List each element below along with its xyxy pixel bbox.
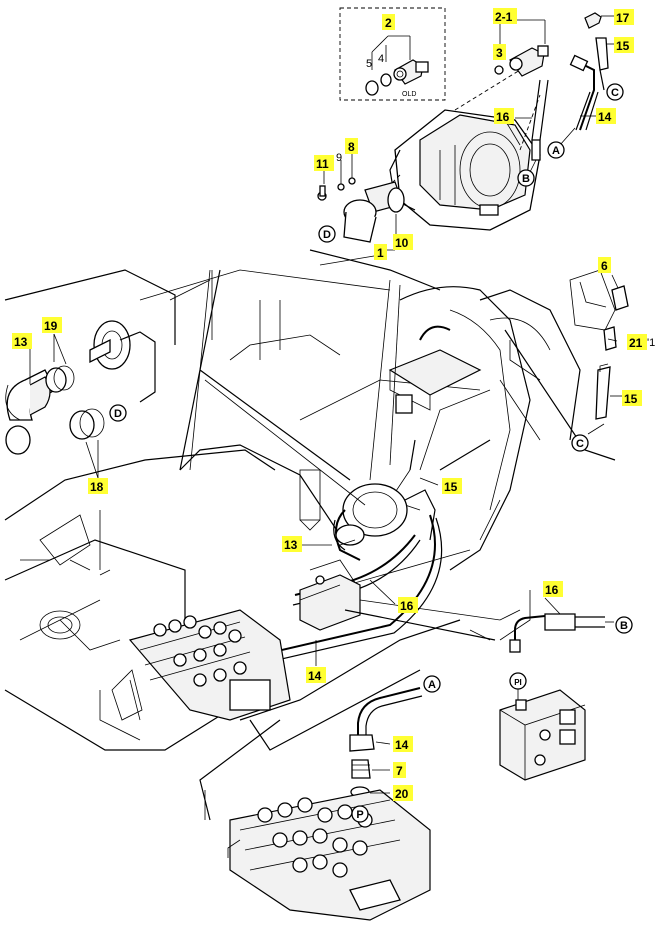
label-20: 20 — [393, 785, 413, 801]
label-14-mid: 14 — [306, 667, 326, 683]
svg-text:14: 14 — [308, 669, 322, 683]
ref-a-top: A — [547, 141, 565, 159]
ref-p: P — [351, 805, 369, 823]
svg-text:17: 17 — [616, 11, 630, 25]
flange-assembly — [317, 154, 405, 251]
svg-text:16: 16 — [496, 110, 510, 124]
svg-text:2-1: 2-1 — [495, 10, 513, 24]
svg-text:16: 16 — [400, 599, 414, 613]
svg-text:A: A — [428, 679, 436, 691]
svg-text:D: D — [323, 229, 331, 241]
label-21: 21 — [627, 334, 647, 350]
label-13-mid: 13 — [282, 536, 302, 552]
hydraulic-pump — [389, 109, 541, 231]
old-text: OLD — [402, 91, 416, 98]
svg-text:14: 14 — [598, 110, 612, 124]
svg-text:C: C — [576, 438, 584, 450]
machine-frame — [4, 269, 581, 751]
svg-text:C: C — [611, 87, 619, 99]
label-14-top: 14 — [596, 108, 616, 124]
hose-16-detail — [499, 590, 614, 653]
svg-text:2: 2 — [385, 16, 392, 30]
old-type-inset: OLD — [339, 7, 446, 101]
pump-in-frame — [333, 439, 436, 561]
ref-b-top: B — [517, 169, 535, 187]
svg-text:15: 15 — [616, 39, 630, 53]
control-valve-in-frame — [128, 574, 361, 721]
svg-text:A: A — [552, 145, 560, 157]
label-3: 3 — [493, 44, 506, 60]
fig-ref-text: '1 — [647, 337, 655, 349]
svg-text:14: 14 — [395, 738, 409, 752]
label-1: 1 — [374, 244, 387, 260]
svg-text:13: 13 — [14, 335, 28, 349]
svg-text:21: 21 — [629, 336, 643, 350]
pi-valve-block — [499, 688, 586, 781]
svg-text:11: 11 — [316, 157, 329, 171]
fitting-2-1 — [494, 19, 549, 77]
label-15-mid: 15 — [442, 478, 462, 494]
label-10: 10 — [393, 234, 413, 250]
svg-text:10: 10 — [395, 236, 409, 250]
label-4: 4 — [378, 53, 384, 65]
label-2: 2 — [382, 14, 395, 30]
label-19: 19 — [42, 317, 62, 333]
label-16-mid: 16 — [398, 597, 418, 613]
svg-text:16: 16 — [545, 583, 559, 597]
label-9: 9 — [336, 152, 342, 164]
svg-text:3: 3 — [496, 46, 503, 60]
bottom-detail — [227, 687, 431, 921]
svg-text:20: 20 — [395, 787, 409, 801]
svg-text:P: P — [356, 809, 363, 821]
ref-c-top: C — [606, 83, 624, 101]
label-13-left: 13 — [12, 333, 32, 349]
label-11: 11 — [314, 155, 334, 171]
label-6: 6 — [598, 257, 611, 273]
suction-hose-detail — [5, 320, 156, 479]
svg-text:1: 1 — [377, 246, 384, 260]
label-15-top: 15 — [614, 37, 634, 53]
ref-d-top: D — [318, 225, 336, 243]
svg-text:15: 15 — [444, 480, 458, 494]
label-2-1: 2-1 — [493, 8, 517, 24]
ref-c-right: C — [571, 434, 589, 452]
label-17: 17 — [614, 9, 634, 25]
label-14-bottom: 14 — [393, 736, 413, 752]
ref-a-bottom: A — [423, 675, 441, 693]
ref-pi: PI — [509, 672, 527, 690]
label-15-right: 15 — [622, 390, 642, 406]
svg-text:7: 7 — [396, 764, 403, 778]
svg-text:8: 8 — [348, 140, 355, 154]
svg-text:18: 18 — [90, 480, 104, 494]
svg-text:6: 6 — [601, 259, 608, 273]
svg-text:B: B — [522, 173, 530, 185]
ref-d-left: D — [109, 404, 127, 422]
label-16-top: 16 — [494, 108, 514, 124]
svg-text:D: D — [114, 408, 122, 420]
svg-text:PI: PI — [514, 678, 522, 687]
right-detail-fittings — [569, 269, 629, 435]
label-5: 5 — [366, 58, 372, 70]
label-18: 18 — [88, 478, 108, 494]
svg-text:B: B — [620, 620, 628, 632]
ref-b-right: B — [615, 616, 633, 634]
svg-text:15: 15 — [624, 392, 638, 406]
label-16-right: 16 — [543, 581, 563, 597]
svg-text:13: 13 — [284, 538, 298, 552]
label-8: 8 — [345, 138, 358, 154]
svg-text:19: 19 — [44, 319, 58, 333]
label-7: 7 — [393, 762, 406, 778]
